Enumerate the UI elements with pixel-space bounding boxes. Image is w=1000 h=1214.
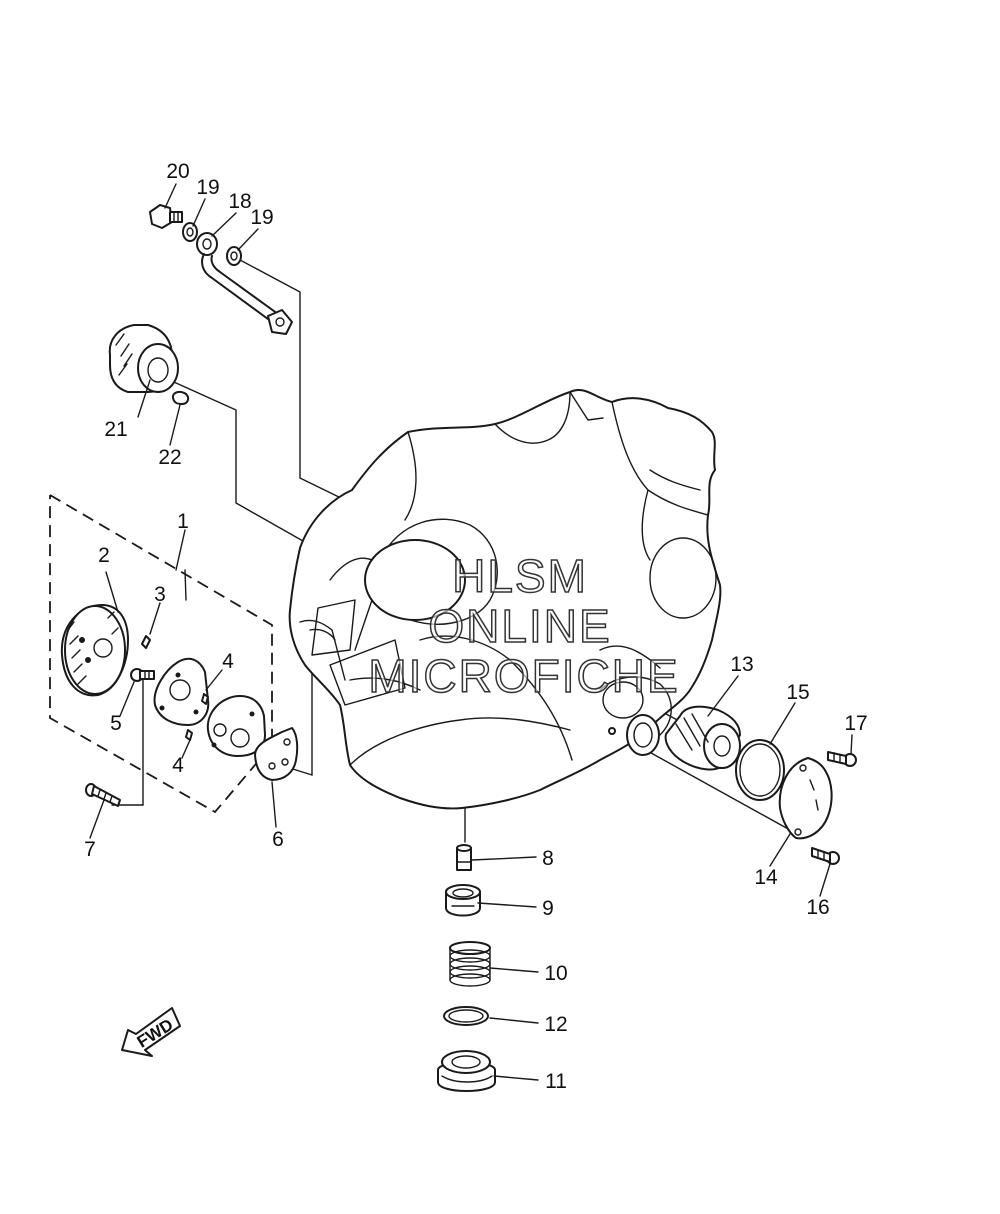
callout-15: 15: [786, 681, 809, 704]
callout-20: 20: [166, 160, 189, 183]
filter-seal: [626, 714, 660, 756]
watermark-line-3: MICROFICHE: [368, 650, 679, 702]
pin-4b: [185, 729, 193, 741]
callout-13: 13: [730, 653, 753, 676]
oil-strainer-9: [445, 884, 481, 917]
callout-4b: 4: [172, 754, 184, 777]
watermark-line-1: HLSM: [452, 550, 588, 602]
callout-11: 11: [545, 1070, 567, 1093]
o-ring-12: [443, 1006, 489, 1026]
oil-strainer-pipe-8: [456, 844, 472, 871]
copper-washer-19a: [182, 222, 198, 242]
callout-12: 12: [544, 1013, 567, 1036]
callout-3: 3: [154, 583, 166, 606]
oil-pump-drive-gear-21: [108, 324, 179, 393]
oil-pump-driven-gear-2: [60, 604, 129, 697]
copper-washer-19b: [226, 246, 242, 266]
callout-2: 2: [98, 544, 110, 567]
callout-21: 21: [104, 418, 127, 441]
pin-4a: [201, 693, 209, 705]
callout-7: 7: [84, 838, 96, 861]
callout-19b: 19: [250, 206, 273, 229]
woodruff-key-22: [171, 390, 190, 405]
dowel-pin-3: [141, 635, 151, 649]
screw-7: [85, 783, 121, 807]
callout-1: 1: [177, 510, 189, 533]
drain-plug-11: [437, 1050, 496, 1092]
oil-delivery-pipe-18: [196, 232, 293, 335]
oil-filter-cover-14: [778, 757, 833, 840]
pump-body: [206, 695, 266, 757]
callout-22: 22: [158, 446, 181, 469]
watermark: HLSM ONLINE MICROFICHE: [368, 549, 679, 703]
callout-8: 8: [542, 847, 554, 870]
callout-numbers: 20 19 18 19 21 22 1 2 3 4 5 4 6 7 8 9 10…: [84, 160, 868, 1093]
o-ring-15: [735, 739, 785, 801]
callout-14: 14: [754, 866, 778, 889]
watermark-line-2: ONLINE: [428, 600, 611, 652]
callout-10: 10: [544, 962, 567, 985]
spring-10: [449, 941, 491, 987]
callout-19a: 19: [196, 176, 219, 199]
callout-6: 6: [272, 828, 284, 851]
pump-cover-4a: [153, 657, 210, 726]
callout-4a: 4: [222, 650, 234, 673]
bolt-16: [811, 847, 840, 865]
screw-5: [130, 668, 155, 682]
callout-5: 5: [110, 712, 122, 735]
callout-16: 16: [806, 896, 829, 919]
crankcase: [288, 389, 722, 810]
callout-9: 9: [542, 897, 554, 920]
callout-leaders: [89, 183, 853, 1081]
callout-17: 17: [844, 712, 867, 735]
oil-filter-element-13: [664, 705, 741, 771]
callout-18: 18: [228, 190, 251, 213]
oil-pump-assembly-box: [49, 494, 273, 814]
union-bolt-20: [149, 204, 183, 229]
bolt-17: [827, 751, 857, 767]
fwd-direction-arrow: FWD: [121, 1007, 181, 1057]
gasket-6: [254, 727, 299, 781]
